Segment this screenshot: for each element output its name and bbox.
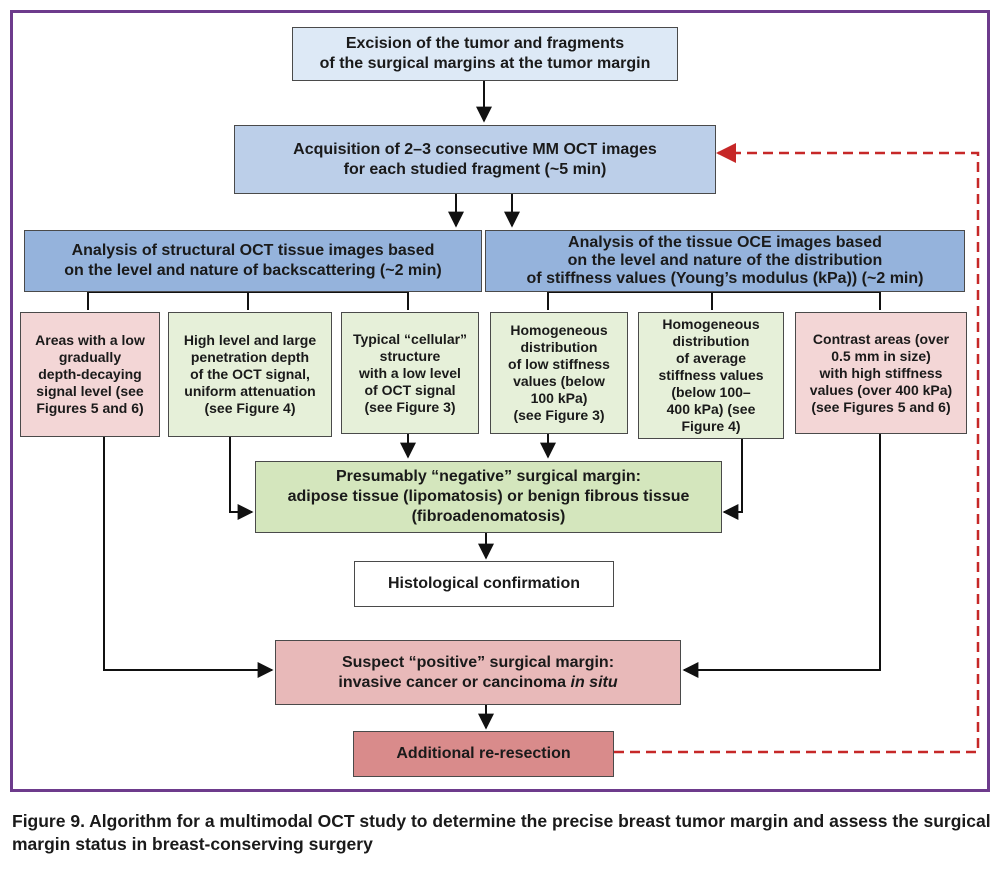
- node-analysis-oce: Analysis of the tissue OCE images based …: [485, 230, 965, 292]
- positive-margin-italic: in situ: [570, 673, 618, 691]
- dashed-loop-back-arrow: [614, 143, 980, 754]
- branch-oct: [87, 291, 409, 310]
- figure-caption: Figure 9. Algorithm for a multimodal OCT…: [12, 811, 991, 854]
- arrow-highlevel-to-negative: [229, 437, 254, 520]
- arrow-avgstiff-to-negative: [722, 439, 743, 520]
- node-excision: Excision of the tumor and fragments of t…: [292, 27, 678, 81]
- node-negative-margin: Presumably “negative” surgical margin: a…: [255, 461, 722, 533]
- figure-frame: [10, 10, 990, 792]
- node-finding-cellular: Typical “cellular” structure with a low …: [341, 312, 479, 434]
- node-positive-margin: Suspect “positive” surgical margin: invas…: [275, 640, 681, 705]
- positive-margin-line1: Suspect “positive” surgical margin:: [341, 653, 615, 671]
- positive-margin-line2: invasive cancer or cancinoma: [338, 673, 571, 691]
- node-acquisition: Acquisition of 2–3 consecutive MM OCT im…: [234, 125, 716, 194]
- branch-oce: [547, 291, 881, 310]
- node-finding-high-stiffness: Contrast areas (over 0.5 mm in size) wit…: [795, 312, 967, 434]
- arrow-highstiff-to-positive: [682, 434, 881, 678]
- arrow-lowsignal-to-positive: [103, 437, 274, 678]
- node-additional-reresection: Additional re-resection: [353, 731, 614, 777]
- node-finding-high-level: High level and large penetration depth o…: [168, 312, 332, 437]
- node-finding-avg-stiffness: Homogeneous distribution of average stif…: [638, 312, 784, 439]
- node-histological-confirmation: Histological confirmation: [354, 561, 614, 607]
- node-analysis-oct: Analysis of structural OCT tissue images…: [24, 230, 482, 292]
- node-finding-low-signal: Areas with a low gradually depth-decayin…: [20, 312, 160, 437]
- node-finding-low-stiffness: Homogeneous distribution of low stiffnes…: [490, 312, 628, 434]
